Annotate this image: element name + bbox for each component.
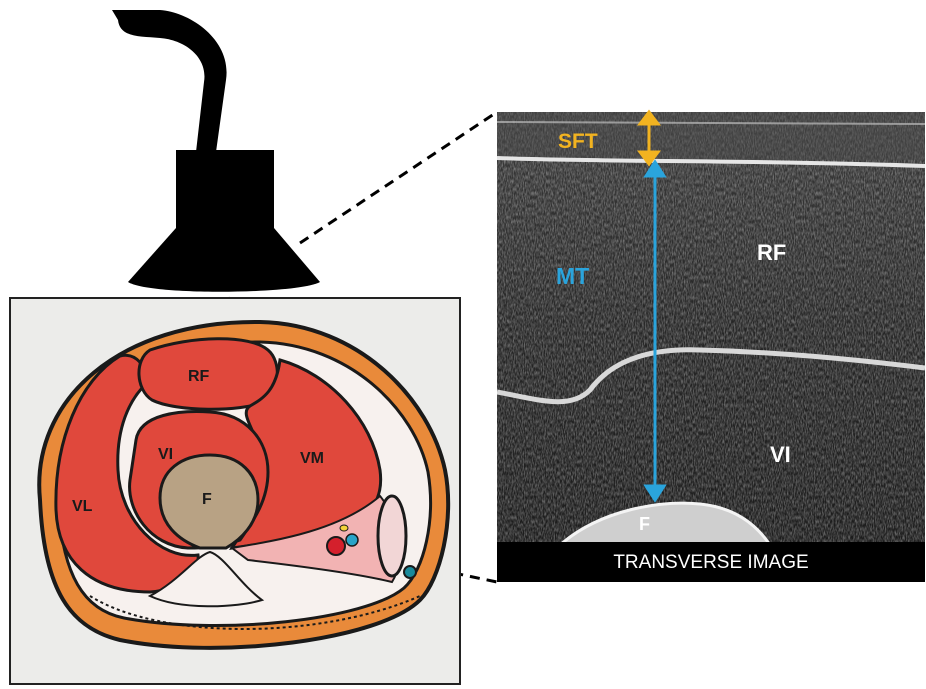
label-f: F — [202, 491, 212, 508]
label-rf: RF — [188, 368, 210, 385]
ultrasound-probe — [112, 10, 320, 292]
label-vm: VM — [300, 450, 324, 467]
ultrasound-image: SFT MT RF VI F TRANSVERSE IMAGE — [497, 112, 925, 582]
artery-dot — [327, 537, 345, 555]
nerve-dot — [340, 525, 348, 531]
label-vl: VL — [72, 498, 93, 515]
label-vi: VI — [158, 446, 173, 463]
label-mt: MT — [556, 263, 589, 289]
label-sft: SFT — [558, 130, 598, 153]
label-us-vi: VI — [770, 442, 791, 467]
medial-muscle-oval — [378, 496, 406, 576]
vein-dot — [346, 534, 358, 546]
label-us-f: F — [639, 514, 650, 534]
caption-text: TRANSVERSE IMAGE — [613, 552, 808, 573]
label-us-rf: RF — [757, 240, 786, 265]
saphenous-dot — [404, 566, 416, 578]
cross-section-panel: RF VI VM VL F — [10, 298, 460, 684]
